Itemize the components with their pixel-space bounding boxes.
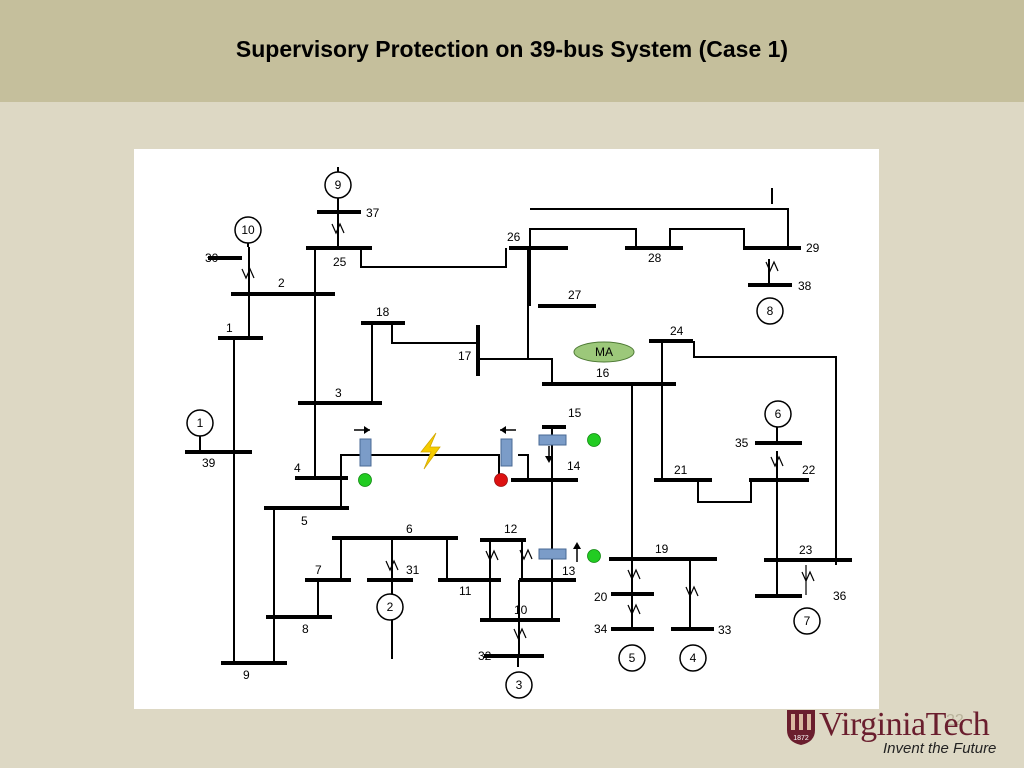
bus-29-label: 29	[806, 241, 820, 255]
bus-16-label: 16	[596, 366, 610, 380]
ieee-39-bus-diagram: 1 2 3 4 5 6 7 8 9 10 1 2 3 4 5 6 7 8	[134, 149, 879, 709]
bus-5-label: 5	[301, 514, 308, 528]
status-tripped-indicator	[494, 473, 508, 487]
agent-label: MA	[595, 345, 613, 359]
bus-28-label: 28	[648, 251, 662, 265]
arrow-right-icon	[364, 426, 370, 434]
bus-13-label: 13	[562, 564, 576, 578]
transmission-lines	[199, 167, 837, 667]
logo-wordmark: VirginiaTech	[819, 706, 990, 743]
supervised-breakers	[538, 433, 601, 563]
bus-39-label: 39	[202, 456, 216, 470]
bus-38-label: 38	[798, 279, 812, 293]
bus-18-label: 18	[376, 305, 390, 319]
bus-34-label: 34	[594, 622, 608, 636]
bus-8-label: 8	[302, 622, 309, 636]
transformer-symbols	[241, 222, 815, 640]
status-closed-indicator	[587, 433, 601, 447]
bus-labels: 1 2 3 4 5 6 7 8 9 10 11 12 13 14 15 16 1…	[202, 206, 847, 682]
bus-12-label: 12	[504, 522, 518, 536]
gen-10-label: 10	[241, 223, 255, 237]
university-seal-icon: 1872	[787, 710, 815, 745]
bus-4-label: 4	[294, 461, 301, 475]
bus-11-label: 11	[459, 584, 472, 598]
arrow-left-icon	[500, 426, 506, 434]
bus-19-label: 19	[655, 542, 669, 556]
status-closed-indicator	[358, 473, 372, 487]
bus-14-label: 14	[567, 459, 581, 473]
gen-1-label: 1	[197, 416, 204, 430]
bus-33-label: 33	[718, 623, 732, 637]
logo-tagline: Invent the Future	[883, 740, 997, 757]
bus-23-label: 23	[799, 543, 813, 557]
bus-27-label: 27	[568, 288, 582, 302]
gen-2-label: 2	[387, 600, 394, 614]
bus-10-label: 10	[514, 603, 528, 617]
virginia-tech-logo: 1872 VirginiaTech Invent the Future	[783, 706, 1023, 766]
bus-31-label: 31	[406, 563, 420, 577]
bus-20-label: 20	[594, 590, 608, 604]
breaker-line-14-15	[538, 434, 567, 446]
slide-title: Supervisory Protection on 39-bus System …	[235, 36, 789, 62]
gen-9-label: 9	[335, 178, 342, 192]
arrow-up-icon	[573, 542, 581, 549]
gen-8-label: 8	[767, 304, 774, 318]
bus-bars	[185, 210, 852, 665]
breaker-bus4-side	[359, 438, 372, 467]
faulted-line-4-14	[340, 426, 529, 487]
bus-25-label: 25	[333, 255, 347, 269]
bus-36-label: 36	[833, 589, 847, 603]
slide-number: 22	[946, 712, 964, 729]
fault-lightning-icon	[420, 432, 441, 470]
bus-2-label: 2	[278, 276, 285, 290]
gen-6-label: 6	[775, 407, 782, 421]
gen-5-label: 5	[629, 651, 636, 665]
bus-7-label: 7	[315, 563, 322, 577]
seal-year: 1872	[793, 735, 809, 742]
gen-7-label: 7	[804, 614, 811, 628]
bus-6-label: 6	[406, 522, 413, 536]
bus-22-label: 22	[802, 463, 816, 477]
one-line-diagram: 1 2 3 4 5 6 7 8 9 10 1 2 3 4 5 6 7 8	[185, 167, 852, 699]
gen-4-label: 4	[690, 651, 697, 665]
bus-1-label: 1	[226, 321, 233, 335]
monitoring-agent: MA	[573, 341, 635, 363]
bus-3-label: 3	[335, 386, 342, 400]
bus-32-label: 32	[478, 649, 492, 663]
bus-37-label: 37	[366, 206, 380, 220]
bus-26-label: 26	[507, 230, 521, 244]
bus-15-label: 15	[568, 406, 582, 420]
title-bar: Supervisory Protection on 39-bus System …	[0, 0, 1024, 102]
breaker-line-13-14	[538, 548, 567, 560]
gen-3-label: 3	[516, 678, 523, 692]
breaker-bus14-side	[500, 438, 513, 467]
status-closed-indicator	[587, 549, 601, 563]
generators: 1 2 3 4 5 6 7 8 9 10	[186, 171, 821, 699]
bus-17-label: 17	[458, 349, 472, 363]
bus-21-label: 21	[674, 463, 688, 477]
bus-30-label: 30	[205, 251, 219, 265]
arrow-down-icon	[545, 456, 553, 463]
bus-9-label: 9	[243, 668, 250, 682]
bus-35-label: 35	[735, 436, 749, 450]
bus-24-label: 24	[670, 324, 684, 338]
